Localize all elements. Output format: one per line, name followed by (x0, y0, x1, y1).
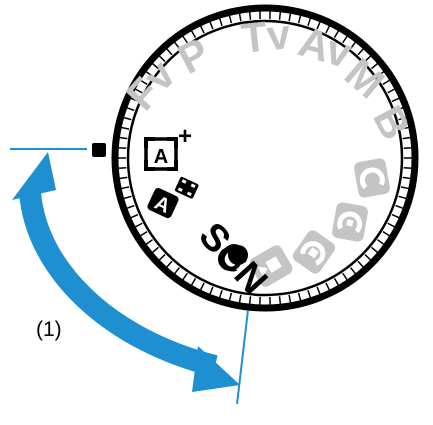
dial-rib (118, 168, 126, 169)
index-mark-icon (92, 143, 106, 157)
mode-label-tv: Tv (239, 10, 293, 62)
dial-rib (280, 296, 281, 304)
custom-mode-c1-icon (353, 157, 391, 198)
dial-rib (404, 168, 412, 169)
arrow-head-bottom (192, 346, 240, 392)
arrow-head-top (12, 152, 56, 200)
dial-rib (118, 148, 126, 149)
callout-label: (1) (36, 318, 62, 342)
custom-mode-c2-icon (331, 201, 369, 242)
auto-icon-letter: A (154, 146, 168, 168)
dial-rib (404, 148, 412, 149)
auto-icon-plus: + (178, 123, 192, 150)
end-guide-line (237, 310, 248, 404)
